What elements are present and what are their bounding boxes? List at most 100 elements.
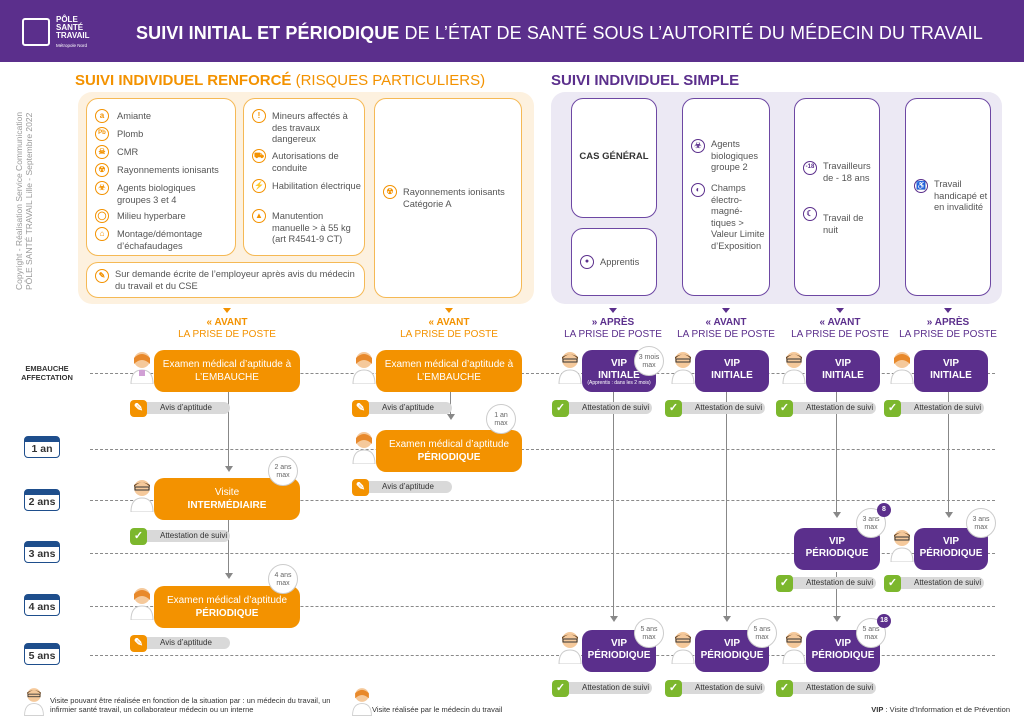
badge-8-number: 8	[877, 503, 891, 517]
hyperbare-icon: ◯	[95, 209, 109, 223]
box-vip-p2-line1: VIP	[723, 638, 741, 649]
box-vip-p3-line1: VIP	[828, 536, 846, 547]
logo-line3: TRAVAIL	[56, 31, 90, 40]
risk-agents-bio: Agents biologiques groupes 3 et 4	[117, 183, 196, 205]
doctor-male-icon-6	[782, 352, 806, 384]
card-risks-col2: ! Mineurs affectés à des travaux dangere…	[243, 98, 365, 256]
timing-col5-label: « AVANT	[819, 317, 861, 328]
risk-mineurs: Mineurs affectés à des travaux dangereux	[272, 111, 348, 144]
timing-col2-prise: LA PRISE DE POSTE	[400, 329, 498, 340]
row-label-embauche: EMBAUCHE AFFECTATION	[21, 364, 73, 382]
badge-4ans-value: 4 ans	[274, 572, 292, 579]
moon-icon: ☾	[803, 207, 817, 221]
panel-simple: CAS GÉNÉRAL ● Apprentis ☣ Agents biologi…	[551, 92, 1002, 304]
doctor-male-icon-3	[558, 632, 582, 664]
section-renforce-bold: SUIVI INDIVIDUEL RENFORCÉ	[75, 72, 292, 89]
calendar-3ans-icon: 3 ans	[24, 541, 60, 563]
box-vip-3-line1: VIP	[834, 358, 852, 369]
badge-3ans-1-value: 3 ans	[862, 516, 880, 523]
badge-1an-value: 1 an	[494, 412, 508, 419]
agents-bio-2-label: Agents biologiques groupe 2	[711, 139, 759, 172]
card-risks-col1: a Amiante Pb Plomb ☠ CMR ☢ Rayonnements …	[86, 98, 236, 256]
biohazard-icon: ☣	[95, 181, 109, 195]
amiante-icon: a	[95, 109, 109, 123]
pill-attestation-5: Attestation de suivi	[669, 682, 765, 694]
document-icon-3: ✎	[352, 400, 369, 417]
page-title-rest: DE L’ÉTAT DE SANTÉ SOUS L’AUTORITÉ DU MÉ…	[399, 23, 983, 43]
arrow-col5-b	[833, 616, 841, 622]
risk-plomb: Plomb	[117, 129, 144, 139]
badge-5ans-2-value: 5 ans	[753, 626, 771, 633]
footer-legend-left: Visite pouvant être réalisée en fonction…	[50, 696, 331, 714]
timing-col4-avant: AVANT	[713, 317, 747, 328]
triangle-col5	[836, 308, 844, 313]
check-icon-4: ✓	[665, 400, 682, 417]
header-bar	[0, 0, 1024, 62]
row-line-embauche	[90, 373, 995, 374]
connector-col1-a	[228, 392, 229, 468]
arrow-col3	[610, 616, 618, 622]
timing-col1-avant: AVANT	[214, 317, 248, 328]
timing-col4-label: « AVANT	[705, 317, 747, 328]
plomb-icon: Pb	[95, 127, 109, 141]
doctor-female-icon	[130, 352, 154, 384]
biohazard-2-icon: ☣	[691, 139, 705, 153]
handicap-label: Travail handicapé et en invalidité	[934, 179, 988, 212]
box-vip-1-line2: INITIALE	[598, 370, 640, 381]
panel-renforce: a Amiante Pb Plomb ☠ CMR ☢ Rayonnements …	[78, 92, 534, 304]
doctor-male-icon-8	[890, 530, 914, 562]
pill-attestation-9: Attestation de suivi	[888, 402, 984, 414]
badge-3mois-max: max	[642, 362, 656, 369]
pill-attestation-7: Attestation de suivi	[780, 577, 876, 589]
footer-doctor-female-icon	[352, 688, 372, 716]
footer-vip-bold: VIP	[871, 705, 884, 714]
pill-avis-2: Avis d’aptitude	[134, 637, 230, 649]
pill-attestation-6: Attestation de suivi	[780, 402, 876, 414]
page-title-bold: SUIVI INITIAL ET PÉRIODIQUE	[136, 23, 400, 43]
arrow-col2	[447, 414, 455, 420]
box-vip-p5-line2: PÉRIODIQUE	[919, 548, 983, 559]
copyright-line1: Copyright - Réalisation Service Communic…	[14, 111, 24, 290]
card-handicap: ♿ Travail handicapé et en invalidité	[905, 98, 991, 296]
document-icon: ✎	[130, 400, 147, 417]
triangle-col3	[609, 308, 617, 313]
lifting-icon: ▲	[252, 209, 266, 223]
badge-3ans-2-max: max	[974, 524, 988, 531]
cas-general-label: CAS GÉNÉRAL	[579, 151, 649, 162]
box-vip-p2-line2: PÉRIODIQUE	[700, 650, 764, 661]
cmr-icon: ☠	[95, 145, 109, 159]
risk-rayonnements: Rayonnements ionisants	[117, 165, 219, 175]
group-icon: ●	[580, 255, 594, 269]
footer-doctor-male-icon	[24, 688, 44, 716]
nuit-label: Travail de nuit	[823, 213, 864, 235]
check-icon-9: ✓	[884, 400, 901, 417]
radiation-icon: ☢	[95, 163, 109, 177]
section-renforce-title: SUIVI INDIVIDUEL RENFORCÉ (RISQUES PARTI…	[75, 72, 485, 89]
box-vip-p4-line1: VIP	[834, 638, 852, 649]
check-icon: ✓	[130, 528, 147, 545]
check-icon-3: ✓	[552, 680, 569, 697]
arrow-col1-a	[225, 466, 233, 472]
apprentis-label: Apprentis	[600, 257, 640, 267]
logo-line2: SANTÉ	[56, 23, 84, 32]
arrow-col4	[723, 616, 731, 622]
copyright-text: Copyright - Réalisation Service Communic…	[14, 112, 34, 290]
triangle-col6	[944, 308, 952, 313]
row-line-3ans	[90, 553, 995, 554]
triangle-col2	[445, 308, 453, 313]
timing-col1-prise: LA PRISE DE POSTE	[178, 329, 276, 340]
